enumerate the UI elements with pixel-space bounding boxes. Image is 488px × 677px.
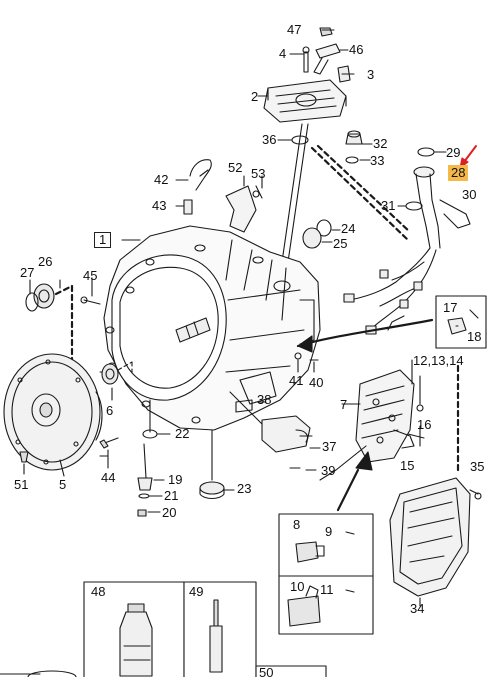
callout-5: 5 [59, 477, 67, 492]
callout-33: 33 [370, 153, 385, 168]
bolt-51 [19, 451, 29, 463]
callout-44: 44 [101, 470, 116, 485]
inset-50 [255, 665, 327, 677]
ring-29 [417, 147, 435, 157]
seal-24 [316, 219, 332, 237]
gasket-38 [235, 399, 253, 413]
inset-8-9 [278, 513, 374, 577]
torque-converter [3, 353, 109, 471]
plug-20 [137, 509, 147, 517]
seal-6 [101, 363, 119, 385]
inset-17-18 [435, 295, 487, 349]
ring-33 [345, 156, 359, 164]
solenoid-37 [261, 415, 313, 453]
bolt-53 [255, 185, 263, 199]
callout-7: 7 [340, 397, 348, 412]
callout-40: 40 [309, 375, 324, 390]
ring-31 [405, 201, 423, 211]
callout-31: 31 [381, 198, 396, 213]
callout-25: 25 [333, 236, 348, 251]
callout-34: 34 [410, 601, 425, 616]
callout-50: 50 [259, 665, 274, 677]
callout-8: 8 [293, 517, 301, 532]
inset-48 [83, 581, 185, 677]
callout-4: 4 [279, 46, 287, 61]
callout-2: 2 [251, 89, 259, 104]
breather-hose-42 [189, 159, 212, 191]
bolt-4 [302, 46, 310, 73]
callout-29: 29 [446, 145, 461, 160]
callout-48: 48 [91, 584, 106, 599]
seal-26 [33, 283, 55, 309]
cap-23 [199, 481, 225, 495]
clip-30 [439, 199, 471, 229]
valve-body [355, 369, 415, 463]
callout-46: 46 [349, 42, 364, 57]
ring-22 [142, 429, 158, 439]
callout-20: 20 [162, 505, 177, 520]
callout-52: 52 [228, 160, 243, 175]
seal-25 [302, 227, 322, 249]
callout-28: 28 [448, 165, 469, 181]
callout-43: 43 [152, 198, 167, 213]
callout-49: 49 [189, 584, 204, 599]
inset-10-11 [278, 575, 374, 635]
callout-19: 19 [168, 472, 183, 487]
inset-49 [183, 581, 257, 677]
oil-pan [389, 477, 471, 597]
callout-30: 30 [462, 187, 477, 202]
filler-tube-28 [413, 166, 441, 249]
callout-24: 24 [341, 221, 356, 236]
callout-12-14: 12,13,14 [413, 353, 464, 368]
control-module [263, 79, 347, 123]
callout-18: 18 [467, 329, 482, 344]
callout-1: 1 [94, 232, 112, 248]
callout-35: 35 [470, 459, 485, 474]
callout-53: 53 [251, 166, 266, 181]
callout-36: 36 [262, 132, 277, 147]
callout-32: 32 [373, 136, 388, 151]
bracket-46 [313, 43, 341, 75]
nut-47 [319, 27, 333, 37]
bracket-52 [225, 185, 257, 233]
cap-32 [345, 130, 363, 145]
callout-37: 37 [322, 439, 337, 454]
callout-23: 23 [237, 481, 252, 496]
callout-10: 10 [290, 579, 305, 594]
callout-6: 6 [106, 403, 114, 418]
callout-26: 26 [38, 254, 53, 269]
callout-42: 42 [154, 172, 169, 187]
callout-27: 27 [20, 265, 35, 280]
callout-22: 22 [175, 426, 190, 441]
washer-21 [138, 493, 150, 499]
callout-47: 47 [287, 22, 302, 37]
callout-39: 39 [321, 463, 336, 478]
fitting-43 [183, 199, 193, 215]
callout-11: 11 [320, 582, 334, 597]
callout-16: 16 [417, 417, 432, 432]
callout-9: 9 [325, 524, 333, 539]
callout-15: 15 [400, 458, 415, 473]
callout-3: 3 [367, 67, 375, 82]
callout-51: 51 [14, 477, 29, 492]
callout-41: 41 [289, 373, 304, 388]
transmission-case [103, 225, 321, 431]
drain-plug-19 [137, 443, 153, 491]
callout-21: 21 [164, 488, 179, 503]
callout-17: 17 [443, 300, 458, 315]
callout-45: 45 [83, 268, 98, 283]
callout-38: 38 [257, 392, 272, 407]
ring-27 [25, 292, 39, 312]
sensor-41 [294, 352, 302, 360]
